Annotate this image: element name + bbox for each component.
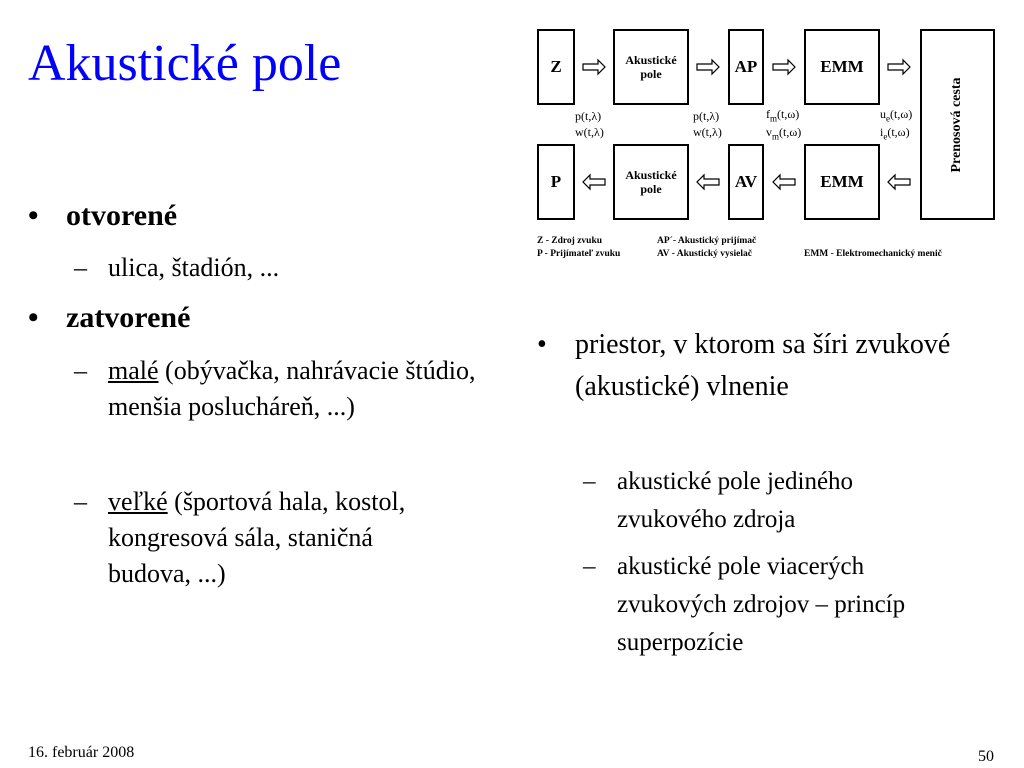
box-emm-top: EMM xyxy=(804,29,880,105)
dash-icon: – xyxy=(74,253,87,282)
dash-icon: – xyxy=(74,487,87,516)
dash-icon: – xyxy=(583,553,596,580)
bullet-otvorene: • otvorené xyxy=(28,199,178,232)
label-p2: p(t,λ) xyxy=(693,109,720,123)
label-w1: w(t,λ) xyxy=(575,125,604,139)
arrow-left-2-icon xyxy=(696,173,720,191)
sub-otvorene: – ulica, štadión, ... xyxy=(74,250,438,286)
legend-av: AV - Akustický vysielač xyxy=(657,249,752,259)
box-acoustic-field-top: Akustické pole xyxy=(613,29,689,105)
box-av: AV xyxy=(728,144,764,220)
arrow-left-4-icon xyxy=(887,173,911,191)
male-keyword: malé xyxy=(108,356,159,385)
box-receiver-p: P xyxy=(537,144,575,220)
label-w2: w(t,λ) xyxy=(693,125,722,139)
dash-icon: – xyxy=(583,468,596,495)
sub-male: – malé (obývačka, nahrávacie štúdio, men… xyxy=(74,353,478,425)
arrow-right-2-icon xyxy=(696,58,720,76)
bullet-priestor: • priestor, v ktorom sa šíri zvukové (ak… xyxy=(537,324,975,408)
bullet-zatvorene: • zatvorené xyxy=(28,301,191,334)
arrows xyxy=(582,58,911,191)
velke-keyword: veľké xyxy=(108,487,168,516)
box-channel xyxy=(920,29,995,220)
label-current: ie(t,ω) xyxy=(880,125,910,142)
dash-icon: – xyxy=(74,356,87,385)
bullet-dot-icon: • xyxy=(28,301,39,334)
page-number: 50 xyxy=(978,748,994,765)
bullet-dot-icon: • xyxy=(28,199,39,232)
legend-z: Z - Zdroj zvuku xyxy=(537,236,603,246)
slide-title: Akustické pole xyxy=(28,35,342,92)
box-acoustic-field-bottom: Akustické pole xyxy=(613,144,689,220)
legend-emm: EMM - Elektromechanický menič xyxy=(804,249,942,259)
box-emm-bottom: EMM xyxy=(804,144,880,220)
label-velocity: vm(t,ω) xyxy=(766,125,802,142)
arrow-right-3-icon xyxy=(772,58,796,76)
arrow-left-1-icon xyxy=(582,173,606,191)
label-p1: p(t,λ) xyxy=(575,109,602,123)
arrow-left-3-icon xyxy=(772,173,796,191)
sub-multi-source: – akustické pole viacerých zvukových zdr… xyxy=(583,548,957,662)
label-force: fm(t,ω) xyxy=(766,107,800,124)
bullet-dot-icon: • xyxy=(537,329,547,360)
box-source-z: Z xyxy=(537,29,575,105)
label-voltage: ue(t,ω) xyxy=(880,107,913,124)
footer-date: 16. február 2008 xyxy=(28,744,135,761)
legend-ap: AP´- Akustický prijímač xyxy=(657,236,757,246)
sub-velke: – veľké (športová hala, kostol, kongreso… xyxy=(74,484,458,592)
box-ap: AP xyxy=(728,29,764,105)
sub-single-source: – akustické pole jediného zvukového zdro… xyxy=(583,463,957,539)
arrow-right-1-icon xyxy=(582,58,606,76)
arrow-right-4-icon xyxy=(887,58,911,76)
legend-p: P - Prijímateľ zvuku xyxy=(537,249,621,259)
